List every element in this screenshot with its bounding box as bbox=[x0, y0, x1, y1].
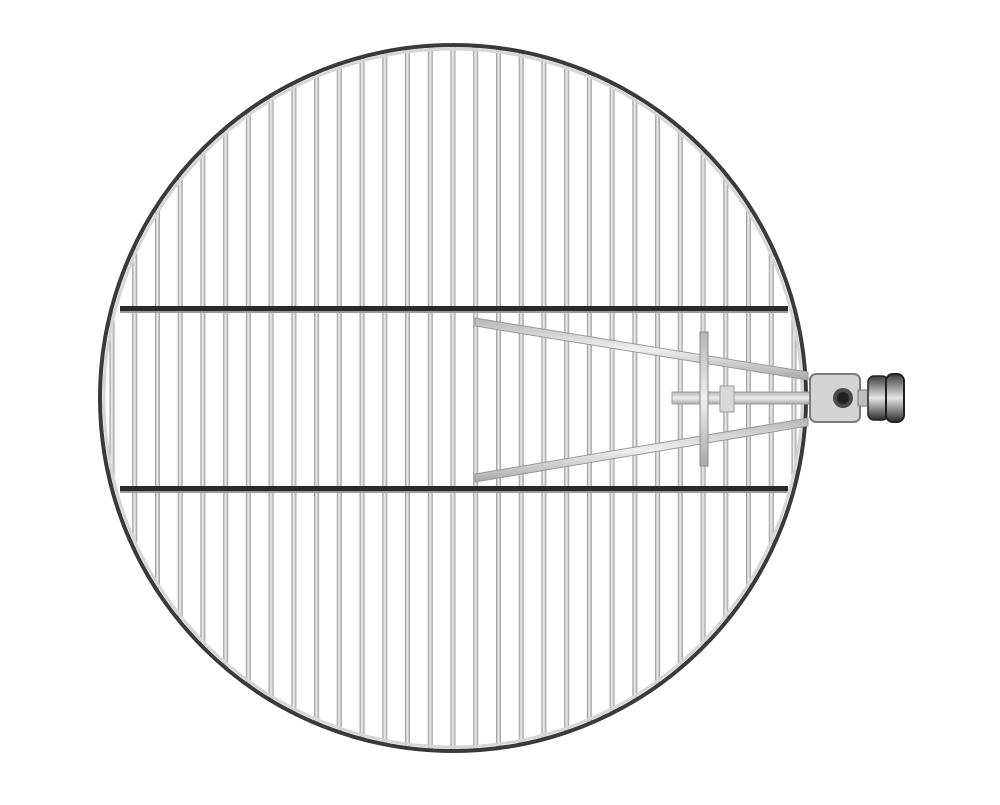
grate-rod bbox=[382, 52, 388, 744]
grate-rod bbox=[177, 175, 183, 621]
grate-rod bbox=[632, 96, 638, 700]
support-bars bbox=[120, 306, 788, 493]
grate-rod bbox=[314, 73, 320, 723]
grate-rod bbox=[132, 247, 138, 549]
grate-rod bbox=[586, 73, 592, 723]
grate-rod bbox=[564, 64, 570, 732]
grate-rod bbox=[291, 84, 297, 712]
grate-rod bbox=[609, 84, 615, 712]
grate-rod bbox=[655, 111, 661, 685]
grate-rod bbox=[200, 150, 206, 646]
knob bbox=[867, 373, 905, 423]
grate-rod bbox=[518, 52, 524, 744]
grate-rod bbox=[359, 57, 365, 738]
grate-rod bbox=[496, 48, 501, 747]
grate-rod bbox=[427, 46, 433, 750]
grate-rod bbox=[268, 96, 274, 700]
grate-rod bbox=[223, 129, 229, 667]
grate-rod bbox=[245, 111, 251, 685]
grate-rod bbox=[155, 206, 160, 590]
support-bar-top bbox=[120, 306, 788, 311]
grate-rod bbox=[405, 48, 410, 747]
handle-arm bbox=[474, 317, 813, 483]
grate-rod bbox=[109, 310, 115, 486]
grate-rod bbox=[473, 46, 479, 750]
support-bar-bottom bbox=[120, 486, 788, 491]
grate-rod bbox=[336, 64, 342, 732]
grate-rod bbox=[541, 57, 547, 738]
grate-rod bbox=[450, 46, 456, 750]
hinge-bracket bbox=[809, 373, 873, 423]
